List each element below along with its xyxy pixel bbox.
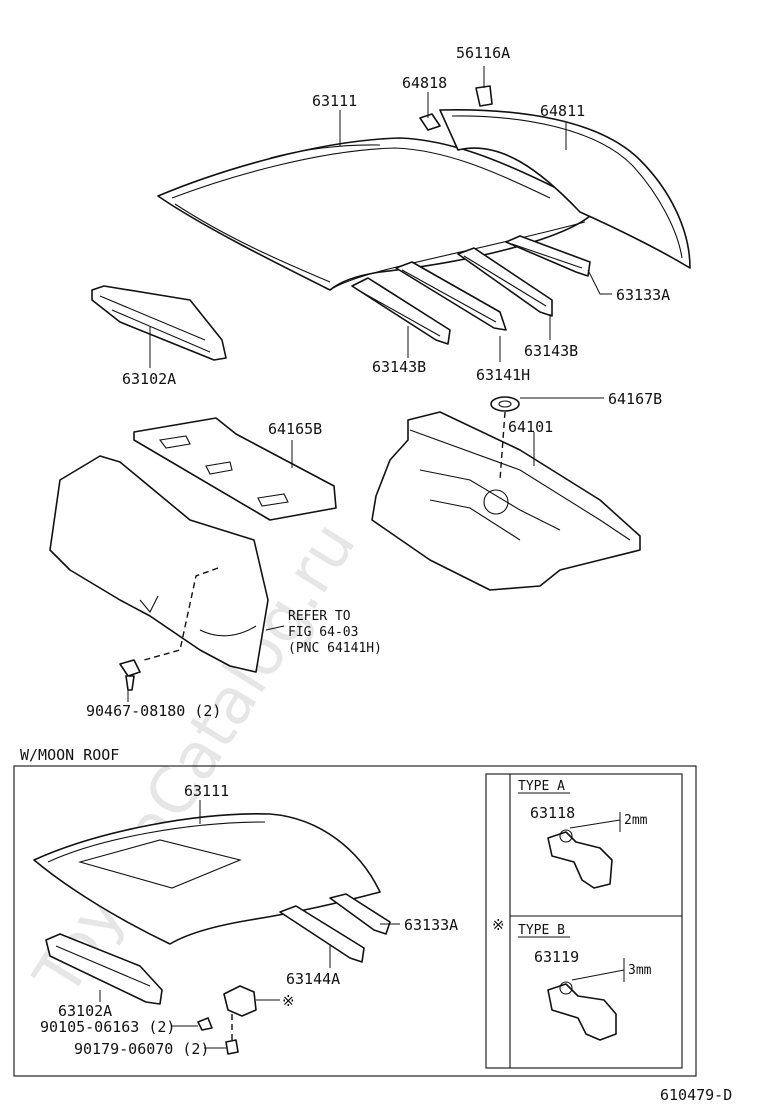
moonroof-bow-63144A[interactable] <box>279 905 365 963</box>
type-b-part: 63119 <box>534 948 579 966</box>
label-64165B: 64165B <box>268 420 322 438</box>
type-a-part: 63118 <box>530 804 575 822</box>
hole-plug-64167B[interactable] <box>490 396 520 412</box>
nut-90179[interactable] <box>225 1039 239 1055</box>
trunk-side-trim[interactable] <box>49 455 269 673</box>
label-63143B-right: 63143B <box>524 342 578 360</box>
figure-id: 610479-D <box>660 1086 732 1104</box>
roof-header-63102A[interactable] <box>91 285 227 361</box>
moonroof-frame <box>13 765 697 1077</box>
label-64101: 64101 <box>508 418 553 436</box>
leader-lines <box>127 66 612 702</box>
mr-label-63111: 63111 <box>184 782 229 800</box>
roof-panel[interactable] <box>157 137 591 291</box>
rear-panel-64101[interactable] <box>371 411 641 591</box>
clip-64818[interactable] <box>419 113 441 131</box>
mr-label-90105: 90105-06163 (2) <box>40 1018 175 1036</box>
moonroof-bracket[interactable] <box>223 985 257 1017</box>
type-b-title: TYPE B <box>518 923 565 938</box>
type-a-dim: 2mm <box>624 813 648 828</box>
label-64811: 64811 <box>540 102 585 120</box>
clip-56116A[interactable] <box>475 85 493 107</box>
package-tray-trim[interactable] <box>133 417 337 521</box>
label-63133A: 63133A <box>616 286 670 304</box>
clip-path-dashed <box>143 567 219 661</box>
label-63143B-left: 63143B <box>372 358 426 376</box>
mr-label-63133A: 63133A <box>404 916 458 934</box>
type-b-dim-line <box>571 958 625 982</box>
bracket-ref-mark: ※ <box>282 992 295 1010</box>
label-refer-fig: FIG 64-03 <box>288 625 358 640</box>
label-refer-to: REFER TO <box>288 609 351 624</box>
moonroof-header-63102A[interactable] <box>45 933 163 1005</box>
plug-dashed-line <box>499 411 506 481</box>
roof-bow-63143B-right[interactable] <box>457 247 553 317</box>
type-detail-box <box>485 773 683 1069</box>
roof-bow-63141H[interactable] <box>395 261 507 331</box>
label-63102A: 63102A <box>122 370 176 388</box>
back-window-glass[interactable] <box>439 108 691 269</box>
label-64167B: 64167B <box>608 390 662 408</box>
label-refer-pnc: (PNC 64141H) <box>288 641 382 656</box>
moonroof-leader-lines <box>99 800 400 1049</box>
type-ref-mark: ※ <box>492 916 505 934</box>
label-56116A: 56116A <box>456 44 510 62</box>
roof-bow-63143B-left[interactable] <box>351 277 451 345</box>
bolt-90105[interactable] <box>197 1017 213 1031</box>
clip-90467[interactable] <box>119 659 141 691</box>
label-63141H: 63141H <box>476 366 530 384</box>
type-b-dim: 3mm <box>628 963 652 978</box>
roof-bow-63133A[interactable] <box>505 235 591 277</box>
mr-label-63102A: 63102A <box>58 1002 112 1020</box>
type-a-dim-line <box>569 812 621 832</box>
type-b-bracket[interactable] <box>547 981 617 1041</box>
moonroof-bow-63133A[interactable] <box>329 893 391 935</box>
mr-label-63144A: 63144A <box>286 970 340 988</box>
label-90467: 90467-08180 (2) <box>86 702 221 720</box>
mr-label-90179: 90179-06070 (2) <box>74 1040 209 1058</box>
type-a-bracket[interactable] <box>547 829 613 889</box>
type-a-title: TYPE A <box>518 779 565 794</box>
label-63111: 63111 <box>312 92 357 110</box>
moonroof-title: W/MOON ROOF <box>20 746 119 764</box>
label-64818: 64818 <box>402 74 447 92</box>
